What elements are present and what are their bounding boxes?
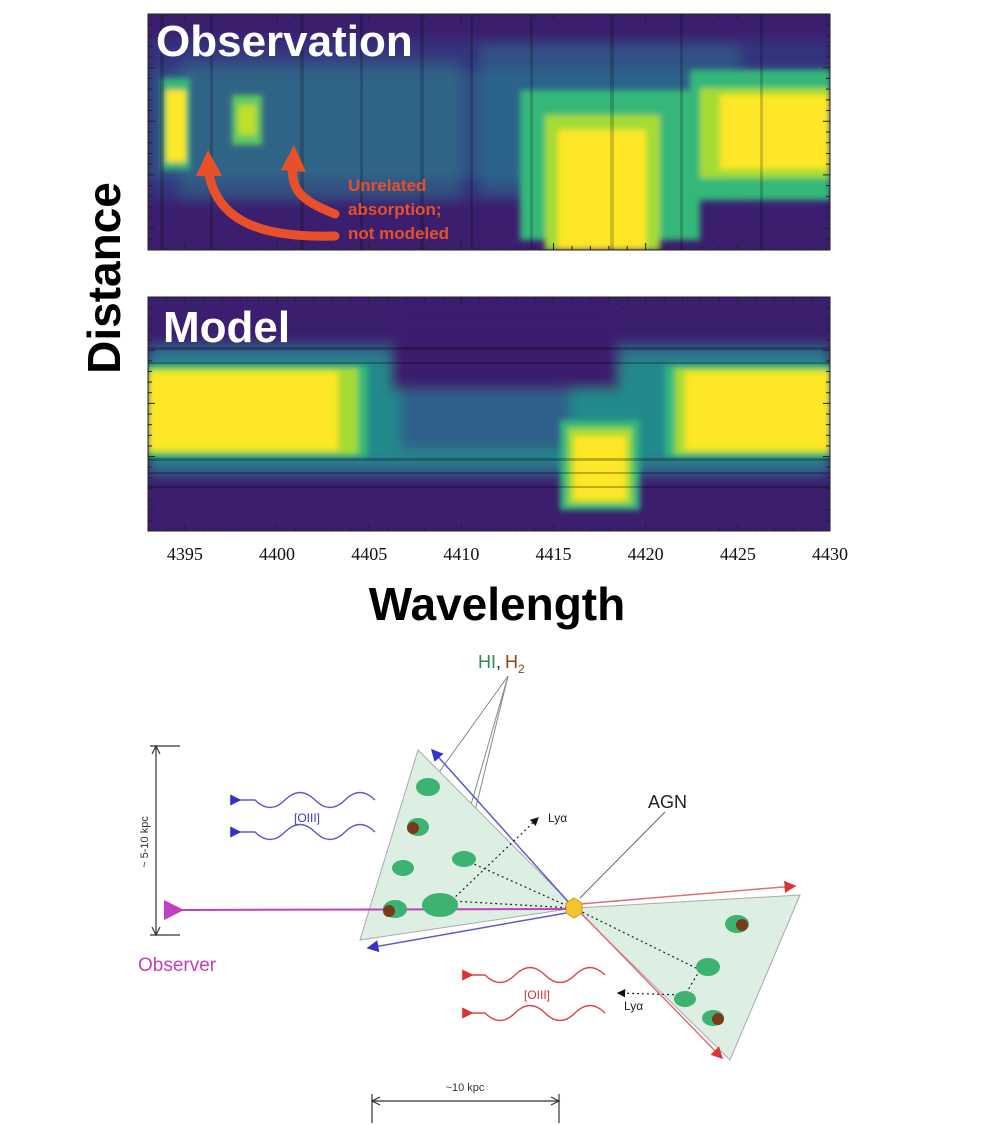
- agn-schematic: HI,H2 Observer Lyα Lyα: [138, 652, 801, 1123]
- left-cone-edge-arrow-top: [430, 748, 573, 907]
- annotation-arrowhead-2: [281, 145, 306, 172]
- cloud-group-left: [383, 778, 476, 918]
- vertical-scale-label: ~ 5-10 kpc: [139, 816, 151, 868]
- annotation-line-3: not modeled: [348, 224, 449, 243]
- hi-label: HI: [478, 652, 496, 672]
- y-axis-ticks-right: [823, 13, 830, 532]
- lya-label-top: Lyα: [548, 811, 567, 825]
- oiii-red-emission: [OIII]: [462, 966, 606, 1022]
- model-panel: Model: [147, 296, 831, 532]
- x-tick-label: 4400: [259, 544, 295, 564]
- oiii-label-blue: [OIII]: [294, 811, 320, 825]
- h2-cloud: [407, 822, 419, 834]
- annotation-arrow-1: [203, 163, 340, 241]
- observation-title: Observation: [156, 17, 413, 66]
- hi-cloud: [416, 778, 440, 796]
- y-axis-label: Distance: [78, 182, 130, 374]
- hi-pointer-1: [431, 675, 509, 783]
- h2-subscript: 2: [518, 662, 525, 676]
- y-axis-ticks: [148, 13, 155, 532]
- observer-sightline: [163, 900, 569, 921]
- obs-texture: [160, 14, 763, 250]
- x-tick-label: 4430: [812, 544, 848, 564]
- right-ionization-cone: [573, 894, 801, 1061]
- x-axis-tick-labels: 4395 4400 4405 4410 4415 4420 4425 4430: [167, 544, 848, 564]
- left-cone-edge-arrow-bottom: [366, 911, 573, 953]
- observation-panel: Observation Unrelated absorption; not mo…: [147, 13, 831, 251]
- model-title: Model: [163, 303, 290, 352]
- h2-label: H: [505, 652, 518, 672]
- hi-cloud: [422, 893, 458, 917]
- horizontal-scale-bar: ~10 kpc: [370, 1082, 561, 1123]
- x-tick-label: 4405: [351, 544, 387, 564]
- x-tick-label: 4415: [536, 544, 572, 564]
- observer-label: Observer: [138, 955, 217, 976]
- annotation-line-1: Unrelated: [348, 176, 426, 195]
- left-ionization-cone: [359, 749, 577, 941]
- agn-core-icon: [565, 897, 583, 919]
- x-axis-ticks: [147, 14, 831, 531]
- hi-cloud: [452, 851, 476, 867]
- hi-cloud: [696, 958, 720, 976]
- annotation-arrowhead-1: [196, 150, 222, 176]
- comma-label: ,: [496, 652, 501, 672]
- svg-text:HI,H2: HI,H2: [478, 652, 525, 676]
- hi-cloud: [674, 991, 696, 1007]
- h2-cloud: [712, 1013, 724, 1025]
- vertical-scale-bar: ~ 5-10 kpc: [139, 744, 180, 937]
- lya-label-bottom: Lyα: [624, 999, 643, 1013]
- x-tick-label: 4395: [167, 544, 203, 564]
- x-tick-label: 4410: [443, 544, 479, 564]
- oiii-blue-emission: [OIII]: [230, 791, 376, 841]
- x-tick-label: 4425: [720, 544, 756, 564]
- right-cone-edge-arrow-top: [579, 880, 797, 905]
- right-cone-edge-arrow-bottom: [579, 911, 724, 1060]
- x-tick-label: 4420: [628, 544, 664, 564]
- annotation-line-2: absorption;: [348, 200, 442, 219]
- horizontal-scale-label: ~10 kpc: [446, 1082, 485, 1094]
- h2-cloud: [383, 905, 395, 917]
- h2-cloud: [736, 919, 748, 931]
- model-texture: [148, 347, 830, 488]
- oiii-label-red: [OIII]: [524, 988, 550, 1002]
- agn-pointer: [579, 811, 666, 899]
- cloud-group-right: [674, 915, 749, 1026]
- hi-cloud: [392, 860, 414, 876]
- x-axis-label: Wavelength: [369, 578, 625, 630]
- lya-path-bottom: [616, 989, 685, 998]
- agn-label: AGN: [648, 792, 687, 812]
